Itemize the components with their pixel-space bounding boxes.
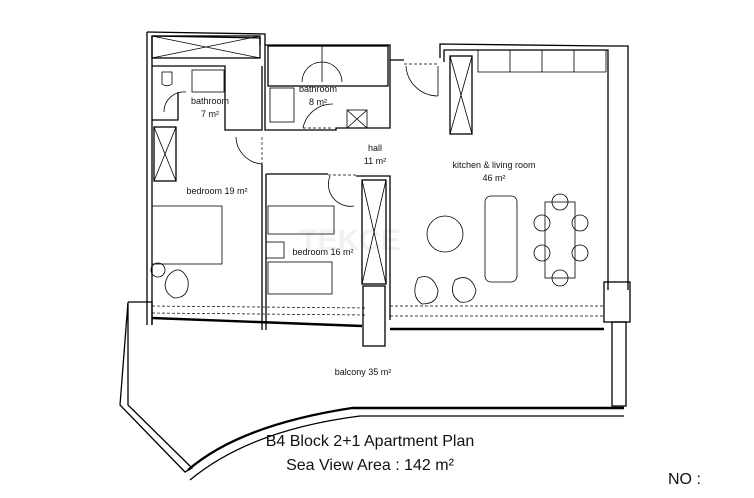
plan-title: B4 Block 2+1 Apartment Plan	[266, 433, 475, 450]
bedroom-2-label: bedroom 16 m²	[292, 247, 353, 257]
kitchen-area: 46 m²	[482, 173, 505, 183]
hall-area: 11 m²	[364, 156, 386, 166]
plan-subtitle: Sea View Area : 142 m²	[286, 457, 454, 474]
watermark: TEKCE	[299, 224, 401, 257]
bedroom-1-label: bedroom 19 m²	[186, 186, 247, 196]
bathroom-2-label: bathroom	[299, 84, 337, 94]
bathroom-1-label: bathroom	[191, 96, 229, 106]
hall-label: hall	[368, 143, 382, 153]
kitchen-label: kitchen & living room	[452, 160, 535, 170]
bathroom-1-area: 7 m²	[201, 109, 219, 119]
balcony-label: balcony 35 m²	[335, 367, 392, 377]
walls	[146, 31, 631, 407]
balcony-outline	[119, 301, 624, 481]
bathroom-2-area: 8 m²	[309, 97, 327, 107]
number-label: NO :	[668, 471, 701, 488]
